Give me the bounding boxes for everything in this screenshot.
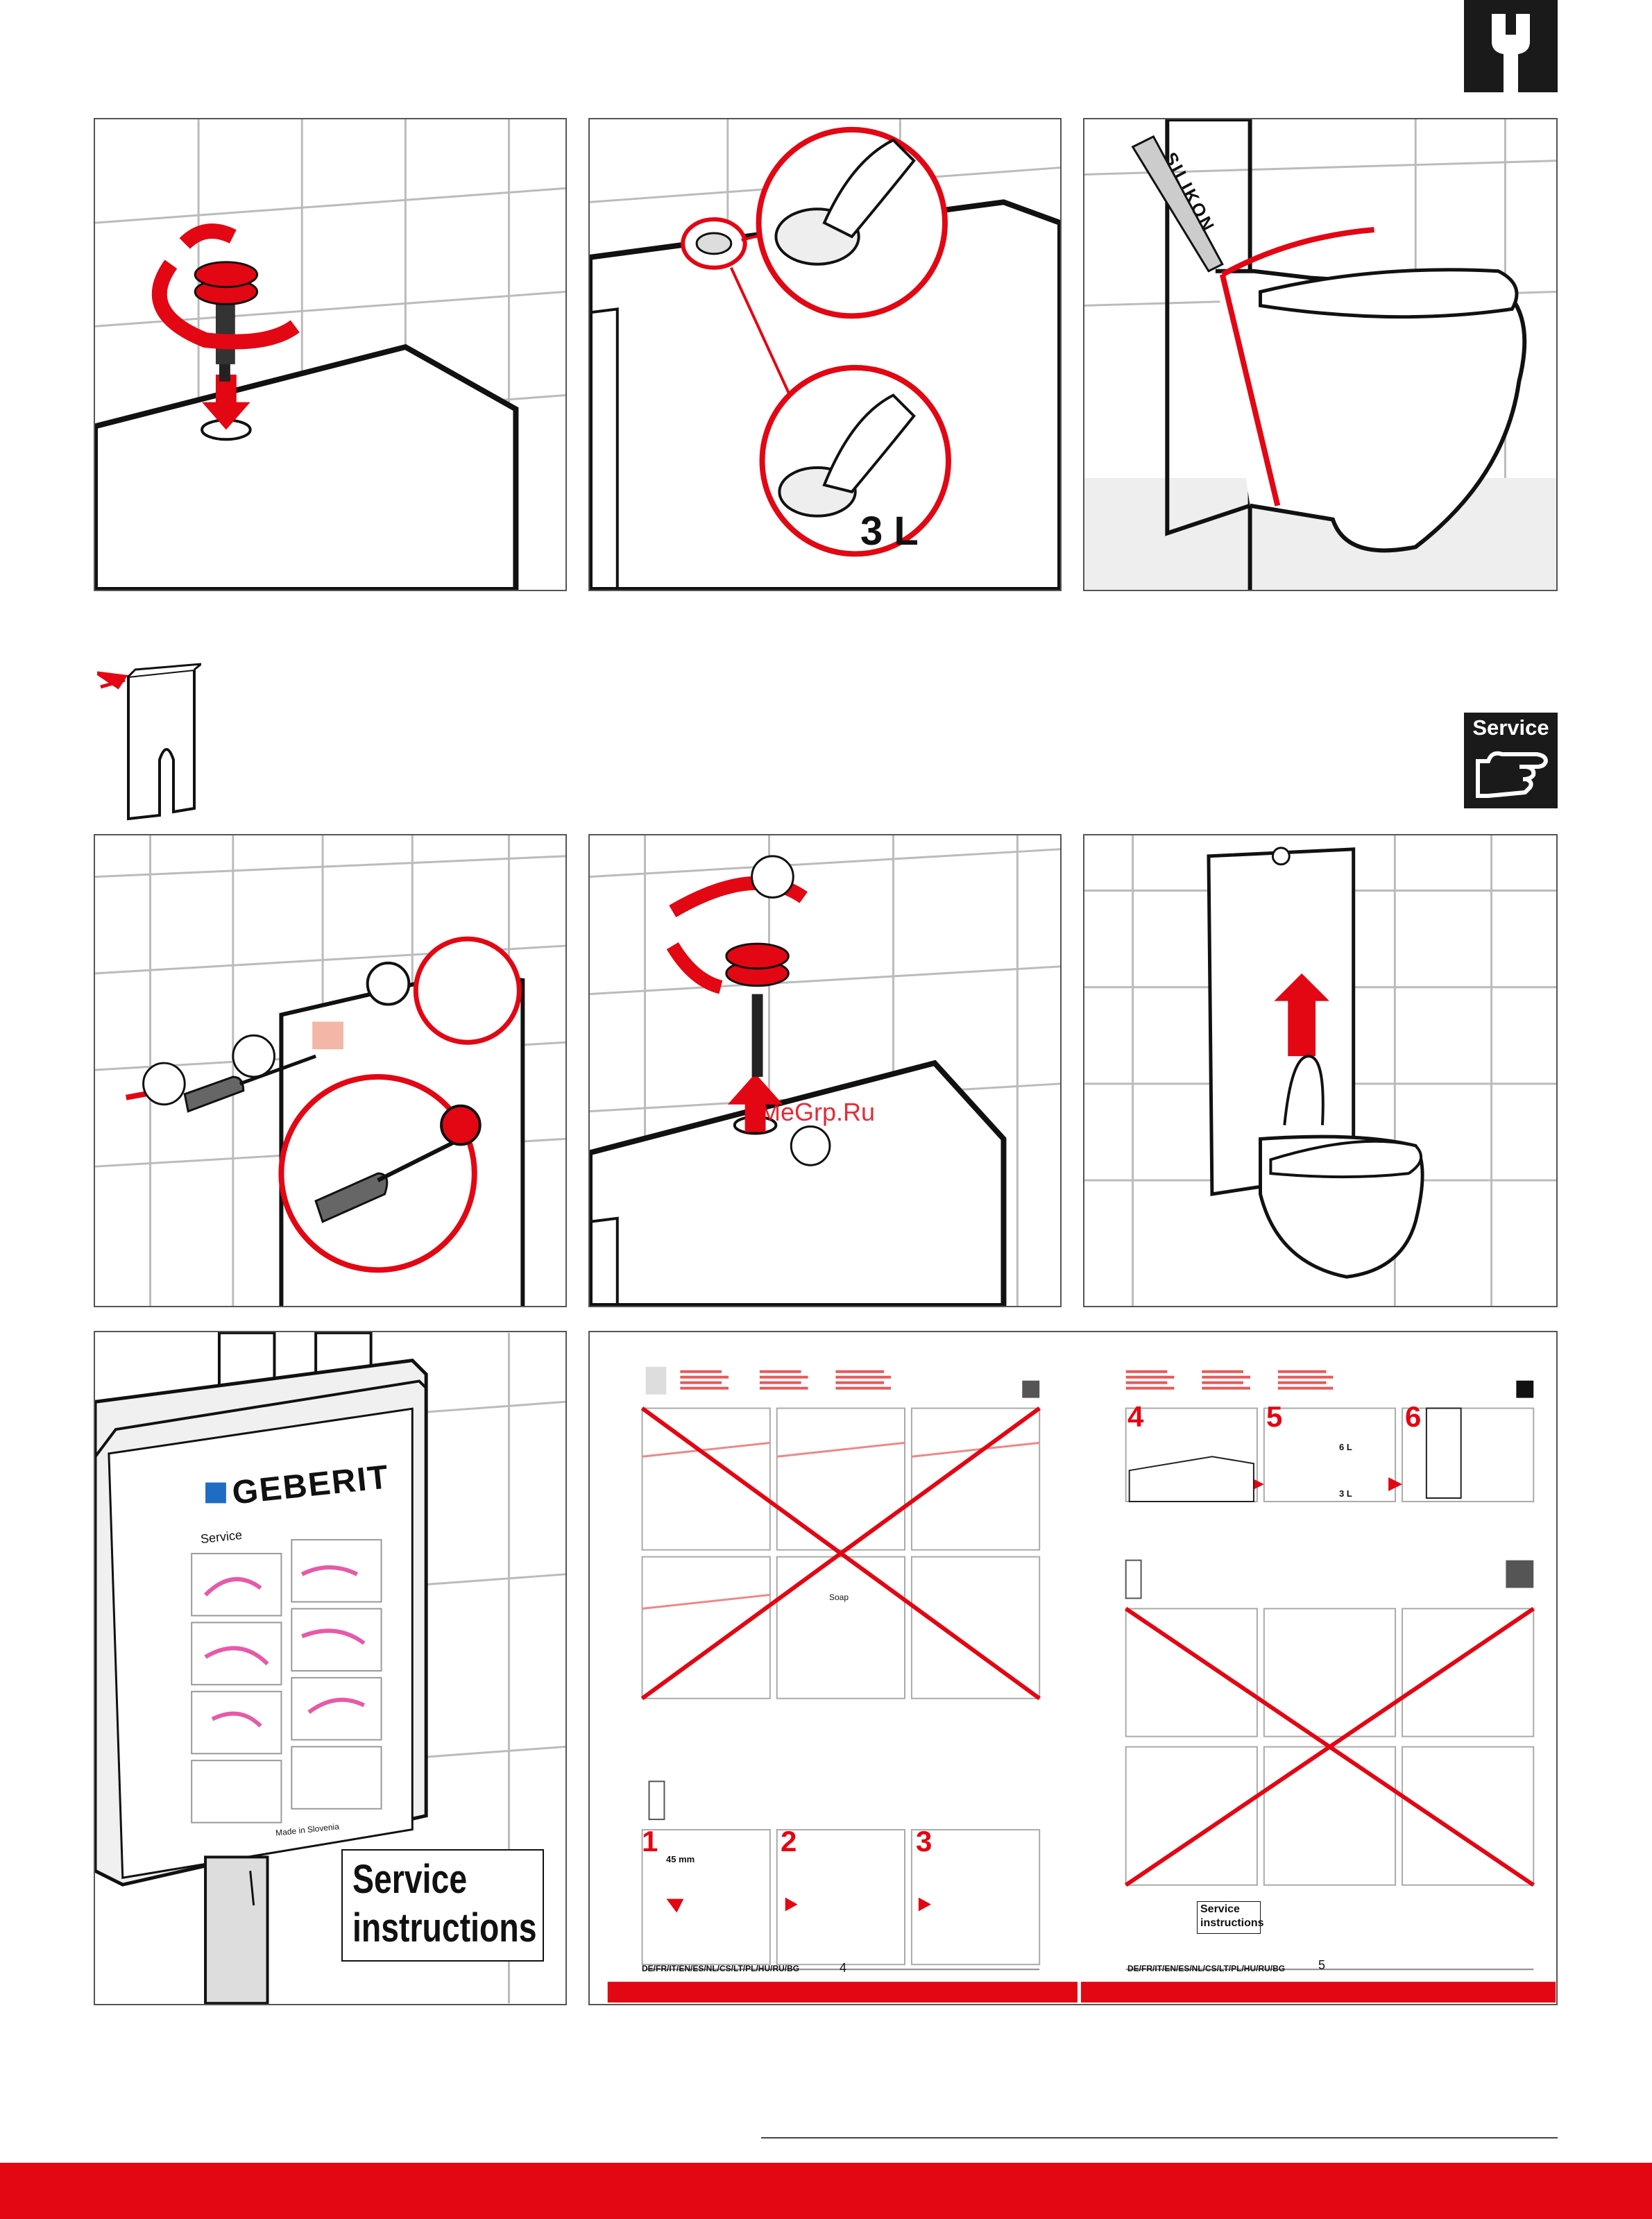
step-panel-reinstall-button bbox=[588, 834, 1062, 1307]
right-vol-3l: 3 L bbox=[1339, 1488, 1352, 1499]
step-panel-service-instructions: GEBERIT Service Made in Slovenia Service… bbox=[94, 1331, 567, 2005]
step-panel-flush-test: 3 L bbox=[588, 118, 1062, 591]
volume-label-3l: 3 L bbox=[860, 508, 919, 554]
service-instructions-callout: Service instructions bbox=[341, 1849, 544, 1962]
watermark: MeGrp.Ru bbox=[760, 1098, 875, 1127]
right-service-callout: Service instructions bbox=[1197, 1901, 1261, 1934]
callout-line1: Service bbox=[352, 1856, 467, 1903]
right-step-4: 4 bbox=[1127, 1400, 1143, 1434]
left-step-2: 2 bbox=[781, 1825, 797, 1858]
left-measure-label: 45 mm bbox=[666, 1854, 695, 1864]
right-page-number: 5 bbox=[1318, 1958, 1325, 1973]
left-soap-label: Soap bbox=[829, 1592, 849, 1602]
left-step-1: 1 bbox=[642, 1825, 658, 1858]
footer-red-bar bbox=[0, 2163, 1652, 2219]
left-languages: DE/FR/IT/EN/ES/NL/CS/LT/PL/HU/RU/BG bbox=[642, 1964, 799, 1973]
right-vol-6l: 6 L bbox=[1339, 1442, 1352, 1452]
right-step-6: 6 bbox=[1405, 1400, 1421, 1434]
right-step-5: 5 bbox=[1266, 1400, 1282, 1434]
step-panel-lift-cover bbox=[1083, 834, 1558, 1307]
footer-rule bbox=[761, 2137, 1558, 2139]
step-panel-remove-button bbox=[94, 118, 567, 591]
left-step-3: 3 bbox=[916, 1825, 932, 1858]
right-languages: DE/FR/IT/EN/ES/NL/CS/LT/PL/HU/RU/BG bbox=[1127, 1964, 1285, 1973]
right-callout-line1: Service bbox=[1200, 1903, 1240, 1916]
step-panel-silicone: SILIKON bbox=[1083, 118, 1558, 591]
step-panel-screwdriver bbox=[94, 834, 567, 1307]
service-hand-icon: Service bbox=[1464, 713, 1558, 808]
callout-line2: instructions bbox=[352, 1905, 537, 1951]
right-callout-line2: instructions bbox=[1200, 1917, 1264, 1930]
wrench-icon bbox=[1464, 0, 1558, 92]
tool-icon bbox=[97, 663, 201, 822]
manual-spread-thumbnail: 1 2 3 Soap 45 mm DE/FR/IT/EN/ES/NL/CS/LT… bbox=[588, 1331, 1558, 2005]
left-page-number: 4 bbox=[840, 1961, 846, 1975]
service-label: Service bbox=[1464, 715, 1558, 740]
